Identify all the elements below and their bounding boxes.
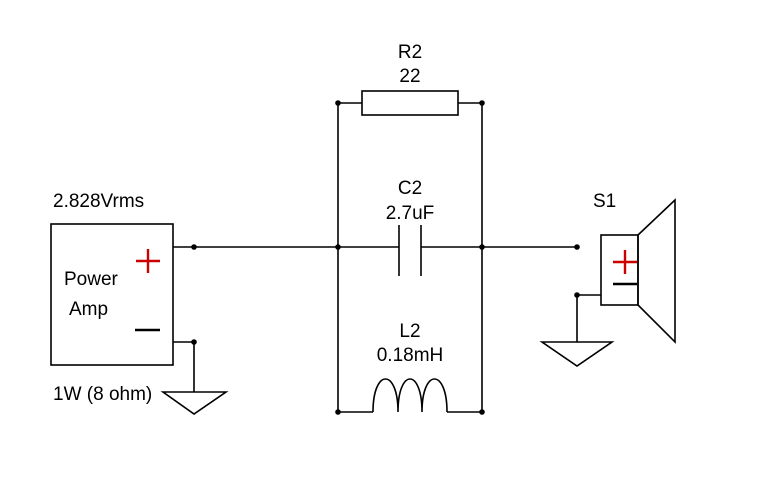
inductor-value: 0.18mH xyxy=(377,345,444,366)
inductor-coil xyxy=(372,378,448,413)
speaker-plus-sign xyxy=(613,250,637,274)
speaker-ref: S1 xyxy=(593,191,616,212)
capacitor-value: 2.7uF xyxy=(386,203,435,224)
junction-dot xyxy=(574,244,580,250)
speaker-magnet xyxy=(600,234,639,306)
resistor-r2 xyxy=(338,90,482,116)
resistor-body xyxy=(361,90,459,116)
junction-dot xyxy=(335,244,341,250)
speaker-negative-wire xyxy=(576,294,601,342)
ground-symbol-amp xyxy=(160,391,229,415)
junction-dot xyxy=(574,292,580,298)
capacitor-c2 xyxy=(338,225,482,276)
ground-symbol-speaker xyxy=(539,341,615,367)
resistor-ref: R2 xyxy=(398,42,422,63)
junction-dot xyxy=(191,244,197,250)
inductor-l2 xyxy=(338,378,482,413)
amplifier-name-line1: Power xyxy=(64,269,119,290)
amplifier-power-label: 1W (8 ohm) xyxy=(53,384,152,405)
speaker-cone xyxy=(637,198,676,344)
amp-negative-wire xyxy=(173,341,195,392)
resistor-value: 22 xyxy=(399,66,420,87)
amplifier-body xyxy=(50,223,174,366)
junction-dot xyxy=(191,339,197,345)
amplifier-name-line2: Amp xyxy=(69,299,108,320)
junction-dot xyxy=(479,100,485,106)
inductor-ref: L2 xyxy=(399,321,420,342)
junction-dots xyxy=(191,100,580,415)
junction-dot xyxy=(335,100,341,106)
power-amplifier: Power Amp xyxy=(50,223,174,366)
amplifier-voltage-label: 2.828Vrms xyxy=(53,191,144,212)
junction-dot xyxy=(479,244,485,250)
speaker-s1 xyxy=(600,198,676,344)
capacitor-ref: C2 xyxy=(398,178,422,199)
junction-dot xyxy=(335,409,341,415)
amplifier-plus-sign xyxy=(136,249,160,273)
junction-dot xyxy=(479,409,485,415)
